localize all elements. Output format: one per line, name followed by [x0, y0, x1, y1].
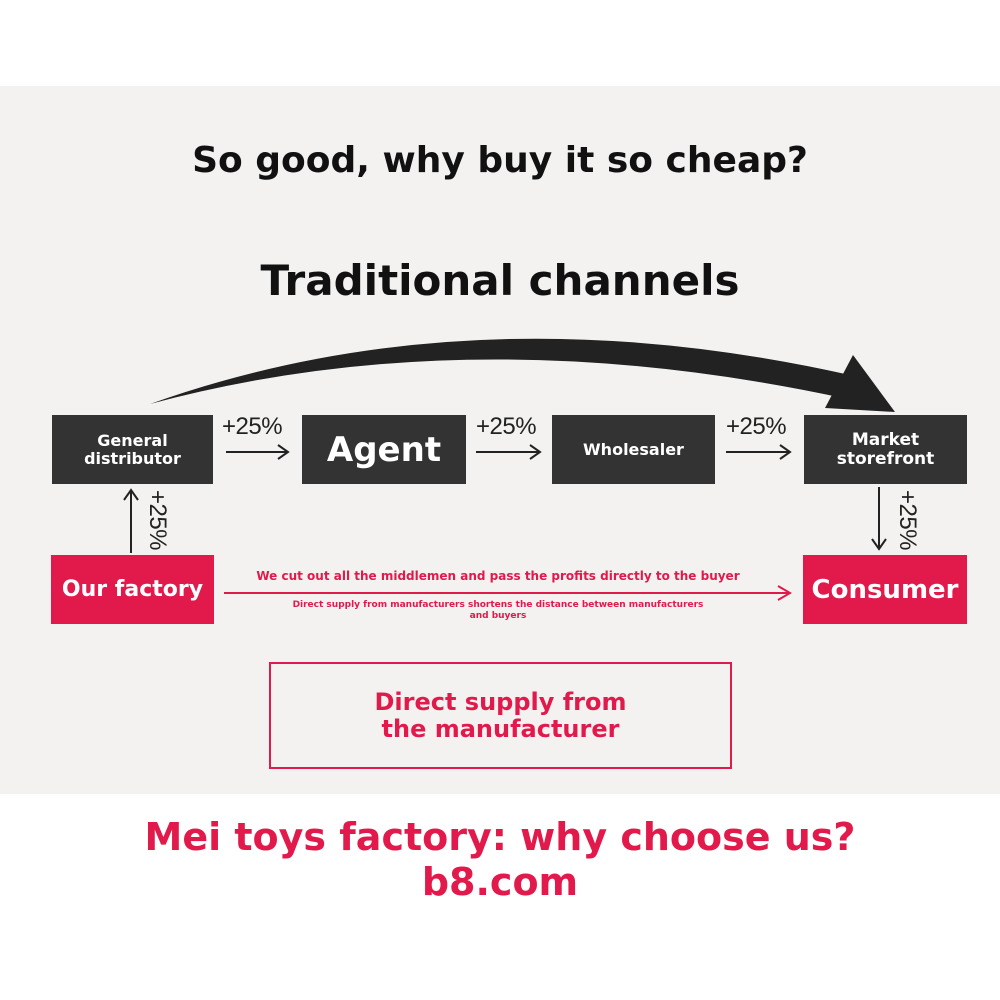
general-distributor-box: General distributor — [52, 415, 213, 484]
big-curved-arrow — [150, 338, 850, 404]
footer-line-1: Mei toys factory: why choose us? — [144, 815, 856, 859]
our-factory-label: Our factory — [61, 577, 204, 602]
section-title: Traditional channels — [260, 256, 740, 305]
agent-box: Agent — [302, 415, 466, 484]
markup-label-2: +25% — [476, 413, 537, 440]
agent-label: Agent — [326, 429, 442, 470]
markup-label-consumer: +25% — [894, 489, 922, 551]
direct-supply-box-label: Direct supply from the manufacturer — [374, 688, 627, 743]
cut-out-text: We cut out all the middlemen and pass th… — [256, 569, 740, 583]
direct-supply-box: Direct supply from the manufacturer — [269, 662, 732, 769]
arrow-right-2 — [476, 444, 542, 460]
footer-line-2: b8.com — [421, 860, 579, 904]
wholesaler-label: Wholesaler — [583, 440, 684, 459]
market-storefront-label: Market storefront — [836, 429, 935, 469]
market-storefront-box: Market storefront — [804, 415, 967, 484]
consumer-box: Consumer — [803, 555, 967, 624]
markup-label-1: +25% — [222, 413, 283, 440]
big-curved-arrow-head — [825, 355, 895, 412]
arrow-right-3 — [726, 444, 792, 460]
direct-arrow — [224, 585, 792, 601]
our-factory-box: Our factory — [51, 555, 214, 624]
arrow-up-factory — [123, 488, 139, 553]
wholesaler-box: Wholesaler — [552, 415, 715, 484]
general-distributor-label: General distributor — [84, 430, 181, 468]
direct-supply-note: Direct supply from manufacturers shorten… — [292, 600, 704, 622]
arrow-down-consumer — [871, 487, 887, 551]
consumer-label: Consumer — [811, 574, 959, 605]
arrow-right-1 — [226, 444, 290, 460]
markup-label-3: +25% — [726, 413, 787, 440]
markup-label-factory: +25% — [144, 489, 172, 551]
headline: So good, why buy it so cheap? — [192, 140, 808, 181]
